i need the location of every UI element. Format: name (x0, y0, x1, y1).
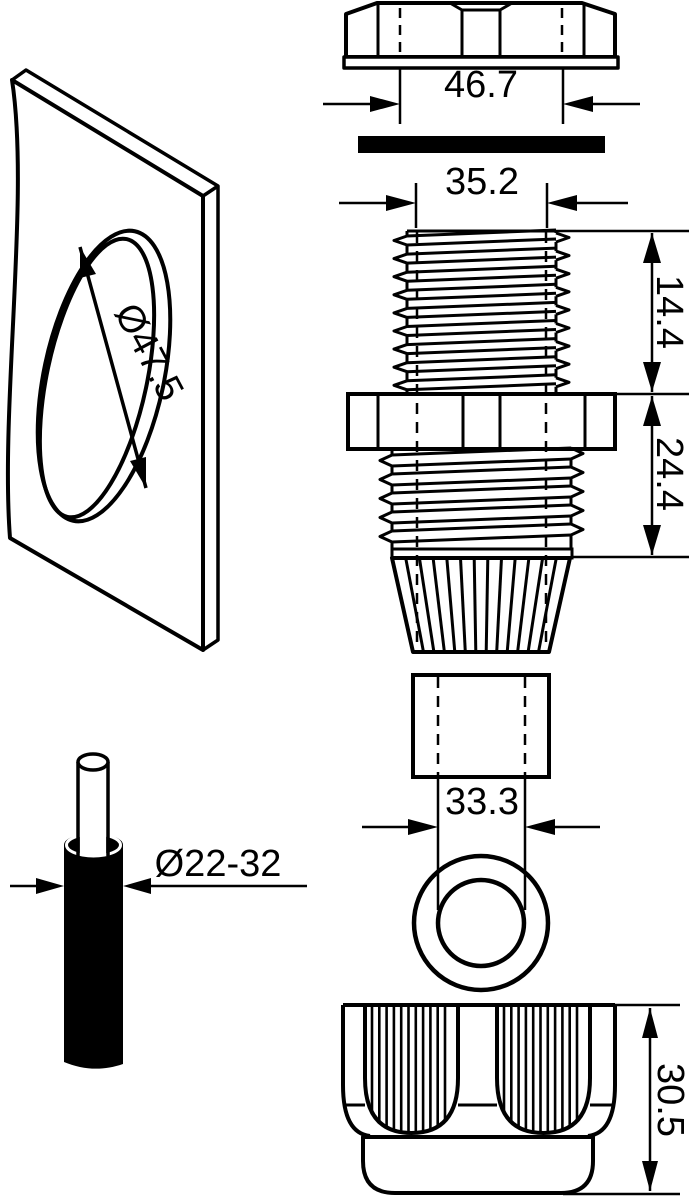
lower-thread-len-label: 24.4 (648, 437, 690, 511)
dim-cap-height (563, 1003, 680, 1196)
dim-lower-thread-len (573, 392, 689, 559)
seal-ring (411, 853, 551, 993)
lower-thread (378, 446, 585, 549)
sleeve (411, 673, 551, 779)
upper-thread-od-label: 35.2 (445, 161, 519, 203)
dim-upper-thread-od (339, 183, 628, 228)
dim-panel-hole (78, 246, 148, 489)
sleeve-od-label: 33.3 (445, 781, 519, 823)
panel-hole (35, 228, 173, 524)
locknut (342, 1, 620, 70)
dim-sleeve-od (362, 777, 600, 910)
cap-skirt (361, 1135, 595, 1195)
clamp-cone (390, 556, 572, 654)
cable: Ø22-32 (10, 752, 307, 1069)
dim-locknut-width (323, 68, 640, 124)
flat-gasket (358, 136, 605, 153)
dim-upper-thread-len (556, 229, 689, 392)
knurl-ribs-right (502, 1005, 579, 1133)
cable-range-label: Ø22-32 (155, 843, 282, 885)
cable-conductor (76, 752, 110, 856)
upper-thread-len-label: 14.4 (648, 275, 690, 349)
hex-flange (346, 392, 617, 451)
cap-height-label: 30.5 (649, 1063, 691, 1137)
thread-pitch-dashed-lines (415, 232, 548, 650)
knurl-ribs-left (370, 1005, 447, 1133)
mounting-panel (5, 68, 220, 652)
cap-nut (341, 1003, 617, 1195)
upper-thread (392, 228, 571, 392)
locknut-width-label: 46.7 (444, 64, 518, 106)
dim-cable-range (10, 878, 307, 894)
cable-jacket (64, 833, 123, 1069)
